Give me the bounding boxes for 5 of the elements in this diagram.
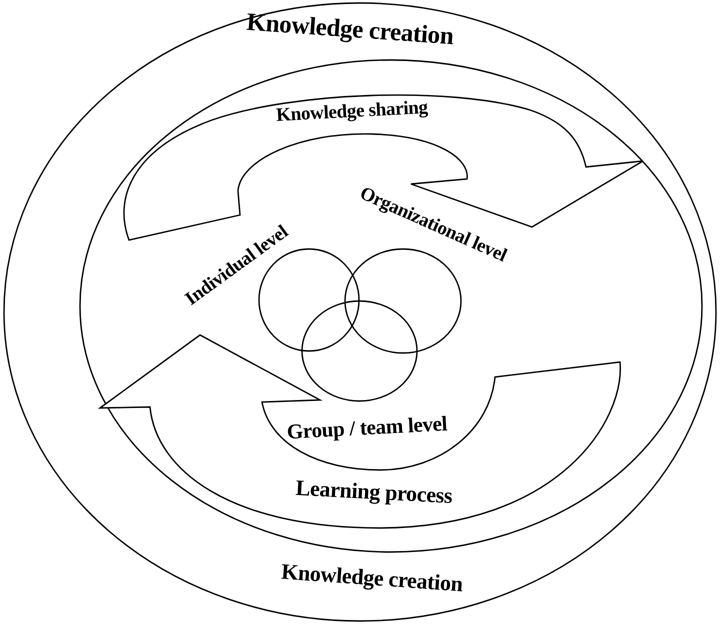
ring-label: Knowledge creation	[280, 558, 464, 598]
arrow-label: Learning process	[295, 474, 453, 510]
ring-label: Knowledge creation	[246, 8, 454, 52]
level-label: Group / team level	[286, 411, 448, 445]
arrow-label: Knowledge sharing	[276, 97, 428, 127]
